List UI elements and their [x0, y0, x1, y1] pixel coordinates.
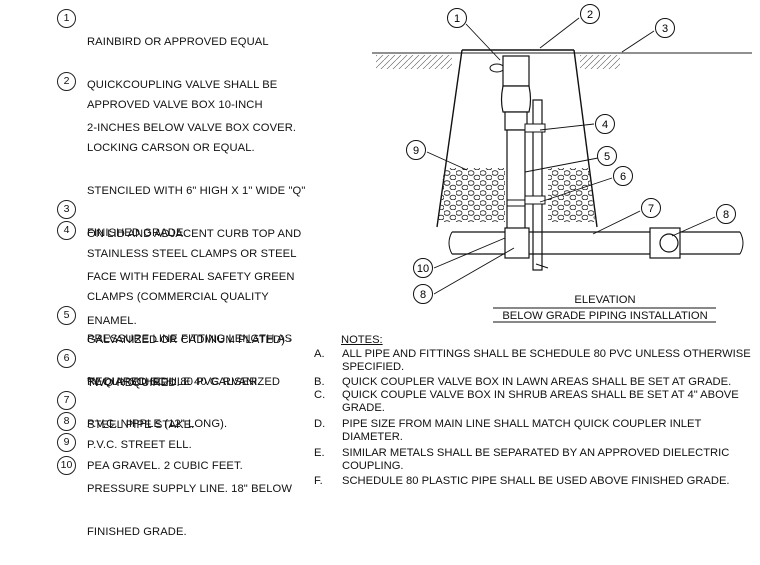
- callout-label: 8: [420, 289, 426, 301]
- legend-line: REQUIRED SCH. 80 PVC RISER.: [87, 375, 261, 388]
- legend-line: FINISHED GRADE.: [87, 525, 187, 538]
- legend-text: STAINLESS STEEL CLAMPS OR STEEL CLAMPS (…: [87, 222, 327, 416]
- legend-line: ¾" DIA. SCHEDULE 40 GALVANIZED: [87, 375, 281, 388]
- legend-text: APPROVED VALVE BOX 10-INCH LOCKING CARSO…: [87, 73, 327, 354]
- callout-7: 7: [641, 198, 661, 218]
- legend-text: FINISHED GRADE.: [87, 201, 327, 266]
- callouts: 1 2 3 4 56 7 8 9 10 8: [406, 4, 736, 304]
- section-title: BELOW GRADE PIPING INSTALLATION: [502, 310, 708, 322]
- legend-text: PRESSURE LINE FITTING LENGTH AS REQUIRED…: [87, 307, 327, 415]
- note-letter: B.: [314, 376, 325, 388]
- legend-line: CLAMPS (COMMERCIAL QUALITY: [87, 290, 269, 303]
- legend-line: FINISHED GRADE.: [87, 226, 187, 239]
- legend-line: QUICKCOUPLING VALVE SHALL BE: [87, 78, 278, 91]
- finished-grade: [372, 52, 752, 69]
- legend-number: 8: [57, 412, 76, 431]
- legend-number: 6: [57, 349, 76, 368]
- pea-gravel: [438, 168, 595, 222]
- note-letter: F.: [314, 475, 323, 487]
- callout-label: 7: [648, 203, 654, 215]
- legend-line: P.V.C. NIPPLE (12" LONG).: [87, 417, 228, 430]
- legend-line: LOCKING CARSON OR EQUAL.: [87, 141, 255, 154]
- pvc-riser: [506, 129, 526, 235]
- callout-5: 5: [597, 146, 617, 166]
- legend-line: STENCILED WITH 6" HIGH X 1" WIDE "Q": [87, 184, 306, 197]
- legend-line: TWO REQUIRED.: [87, 377, 180, 390]
- legend-number: 1: [57, 9, 76, 28]
- legend-number: 4: [57, 221, 76, 240]
- callout-label: 9: [413, 145, 419, 157]
- legend-number: 10: [57, 456, 76, 475]
- legend-line: P.V.C. STREET ELL.: [87, 438, 192, 451]
- callout-3: 3: [655, 18, 675, 38]
- legend-number: 2: [57, 72, 76, 91]
- callout-label: 5: [604, 151, 610, 163]
- legend-text: RAINBIRD OR APPROVED EQUAL QUICKCOUPLING…: [87, 10, 327, 161]
- legend-line: ON LID AND ADJACENT CURB TOP AND: [87, 228, 302, 241]
- callout-label: 8: [723, 209, 729, 221]
- note-letter: D.: [314, 418, 326, 430]
- legend-text: ¾" DIA. SCHEDULE 40 GALVANIZED STEEL PIP…: [87, 350, 327, 458]
- legend-line: APPROVED VALVE BOX 10-INCH: [87, 98, 263, 111]
- callout-1: 1: [447, 8, 467, 28]
- leader-lines: [426, 17, 716, 295]
- note-text: SIMILAR METALS SHALL BE SEPARATED BY AN …: [342, 447, 730, 472]
- note-letter: A.: [314, 348, 325, 360]
- callout-4: 4: [595, 114, 615, 134]
- note-text: QUICK COUPLE VALVE BOX IN SHRUB AREAS SH…: [342, 389, 739, 414]
- legend-line: PRESSURE LINE FITTING LENGTH AS: [87, 332, 293, 345]
- legend-line: STAINLESS STEEL CLAMPS OR STEEL: [87, 247, 297, 260]
- callout-6: 6: [613, 166, 633, 186]
- steel-clamps: [524, 123, 546, 205]
- legend-text: P.V.C. NIPPLE (12" LONG).: [87, 392, 327, 457]
- note-letter: E.: [314, 447, 325, 459]
- notes-title: NOTES:: [341, 334, 383, 346]
- legend-line: PRESSURE SUPPLY LINE. 18" BELOW: [87, 482, 292, 495]
- legend-number: 9: [57, 433, 76, 452]
- supply-line: [448, 227, 744, 269]
- callout-label: 10: [417, 263, 429, 275]
- callout-label: 3: [662, 23, 668, 35]
- legend-number: 5: [57, 306, 76, 325]
- note-text: SCHEDULE 80 PLASTIC PIPE SHALL BE USED A…: [342, 475, 730, 487]
- note-text: QUICK COUPLER VALVE BOX IN LAWN AREAS SH…: [342, 376, 732, 388]
- note-text: ALL PIPE AND FITTINGS SHALL BE SCHEDULE …: [342, 348, 751, 373]
- callout-label: 6: [620, 171, 626, 183]
- legend-number: 7: [57, 391, 76, 410]
- legend-line: RAINBIRD OR APPROVED EQUAL: [87, 35, 269, 48]
- legend-line: 2-INCHES BELOW VALVE BOX COVER.: [87, 121, 297, 134]
- legend-text: PEA GRAVEL. 2 CUBIC FEET.: [87, 434, 327, 499]
- note-letter: C.: [314, 389, 326, 401]
- callout-label: 4: [602, 119, 608, 131]
- legend-line: FACE WITH FEDERAL SAFETY GREEN: [87, 271, 295, 284]
- callout-label: 2: [587, 9, 593, 21]
- callout-8: 8: [716, 204, 736, 224]
- callout-9: 9: [406, 140, 426, 160]
- quick-coupler-valve: [489, 55, 532, 131]
- elevation-drawing: 1 2 3 4 56 7 8 9 10 8: [372, 4, 752, 323]
- legend-line: ENAMEL.: [87, 314, 137, 327]
- legend-line: STEEL PIPE STAKE.: [87, 418, 195, 431]
- callout-2: 2: [580, 4, 600, 24]
- pipe-stake: [532, 99, 543, 271]
- elevation-caption: ELEVATION: [574, 294, 636, 306]
- callout-8: 8: [413, 284, 433, 304]
- callout-10: 10: [413, 258, 433, 278]
- legend-number: 3: [57, 200, 76, 219]
- legend-text: P.V.C. STREET ELL.: [87, 413, 327, 478]
- legend-line: PEA GRAVEL. 2 CUBIC FEET.: [87, 459, 243, 472]
- callout-label: 1: [454, 13, 460, 25]
- note-text: PIPE SIZE FROM MAIN LINE SHALL MATCH QUI…: [342, 418, 702, 443]
- legend-line: GALVANIZED OR CADMIUM PLATED) -: [87, 333, 293, 346]
